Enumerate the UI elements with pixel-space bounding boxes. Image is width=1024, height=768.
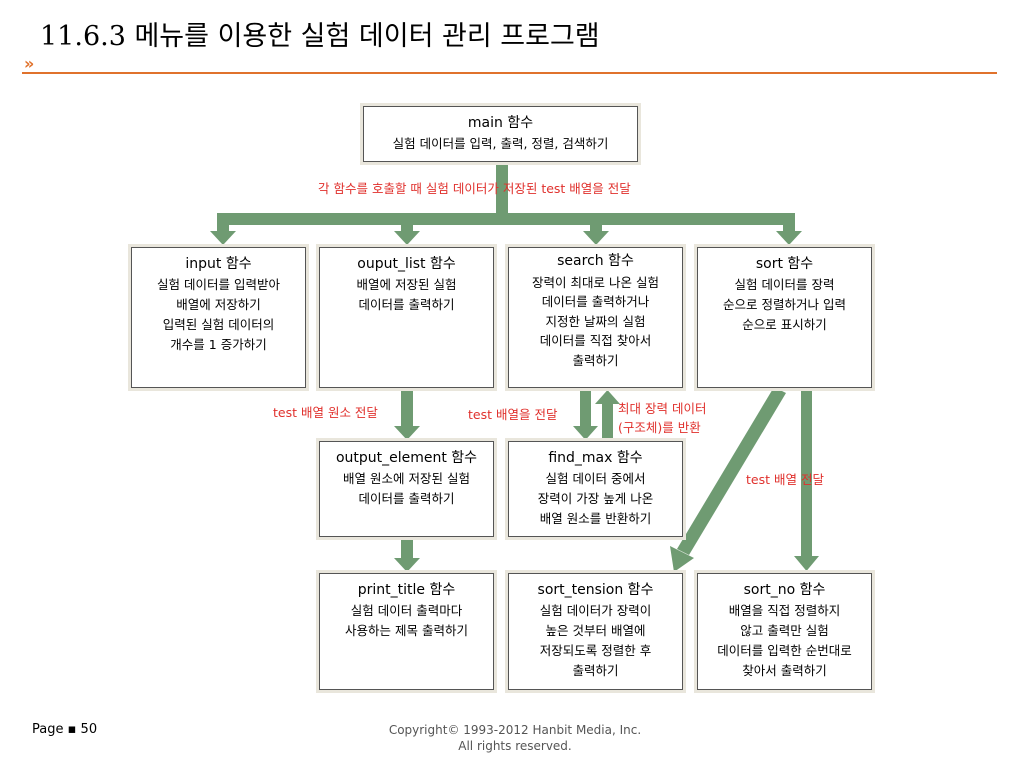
box-title: find_max 함수	[548, 450, 643, 466]
input-function-box: input 함수 실험 데이터를 입력받아 배열에 저장하기 입력된 실험 데이…	[131, 247, 306, 388]
arrow-ouput-list-to-element	[401, 390, 413, 428]
box-title: print_title 함수	[357, 582, 456, 598]
box-line: 배열에 저장하기	[176, 297, 261, 312]
arrow-search-to-find-max	[580, 390, 591, 428]
box-line: 배열 원소를 반환하기	[539, 511, 652, 526]
arrow-drop-sort	[783, 213, 795, 233]
sort-tension-function-box: sort_tension 함수 실험 데이터가 장력이 높은 것부터 배열에 저…	[508, 573, 683, 690]
box-title: sort 함수	[755, 256, 814, 272]
box-line: 입력된 실험 데이터의	[162, 317, 275, 332]
arrow-sort-to-sort-no	[801, 390, 812, 558]
box-title: search 함수	[557, 253, 634, 269]
page-number: Page ▪ 50	[32, 722, 98, 737]
arrow-element-to-print-title	[401, 538, 413, 560]
arrow-sort-to-sort-tension	[677, 387, 786, 555]
box-line: 개수를 1 증가하기	[170, 337, 267, 352]
main-function-box: main 함수 실험 데이터를 입력, 출력, 정렬, 검색하기	[363, 106, 638, 162]
box-line: 높은 것부터 배열에	[545, 623, 646, 638]
box-line: 배열을 직접 정렬하지	[728, 603, 841, 618]
box-line: 실험 데이터를 입력, 출력, 정렬, 검색하기	[392, 136, 609, 151]
print-title-function-box: print_title 함수 실험 데이터 출력마다 사용하는 제목 출력하기	[319, 573, 494, 690]
sort-function-box: sort 함수 실험 데이터를 장력 순으로 정렬하거나 입력 순으로 표시하기	[697, 247, 872, 388]
box-line: 저장되도록 정렬한 후	[539, 643, 652, 658]
box-line: 데이터를 출력하기	[358, 297, 455, 312]
box-line: 데이터를 출력하기	[358, 491, 455, 506]
search-function-box: search 함수 장력이 최대로 나온 실험 데이터를 출력하거나 지정한 날…	[508, 247, 683, 388]
arrow-drop-ouput-list	[401, 213, 413, 233]
box-line: 데이터를 입력한 순번대로	[717, 643, 852, 658]
box-title: ouput_list 함수	[357, 256, 456, 272]
box-line: 순으로 정렬하거나 입력	[723, 297, 846, 312]
label-array-pass: test 배열을 전달	[468, 407, 558, 422]
arrow-drop-input	[217, 213, 229, 233]
box-line: 지정한 날짜의 실험	[545, 313, 646, 329]
box-title: output_element 함수	[335, 450, 478, 466]
box-title: main 함수	[467, 115, 534, 131]
box-line: 데이터를 직접 찾아서	[539, 333, 652, 348]
label-sort-pass: test 배열 전달	[746, 472, 824, 487]
box-line: 배열 원소에 저장된 실험	[343, 471, 470, 486]
rights-line: All rights reserved.	[458, 739, 572, 753]
copyright: Copyright© 1993-2012 Hanbit Media, Inc. …	[300, 722, 730, 754]
box-title: sort_tension 함수	[537, 582, 654, 598]
arrow-main-bar	[217, 213, 795, 225]
box-line: 사용하는 제목 출력하기	[345, 623, 468, 638]
find-max-function-box: find_max 함수 실험 데이터 중에서 장력이 가장 높게 나온 배열 원…	[508, 441, 683, 537]
label-element-pass: test 배열 원소 전달	[273, 405, 378, 420]
box-line: 배열에 저장된 실험	[356, 277, 457, 292]
label-main-pass: 각 함수를 호출할 때 실험 데이터가 저장된 test 배열을 전달	[318, 181, 631, 196]
label-return-max-1: 최대 장력 데이터	[618, 401, 707, 416]
box-line: 않고 출력만 실험	[740, 623, 829, 638]
box-line: 실험 데이터 출력마다	[350, 603, 463, 618]
title-divider	[22, 72, 997, 74]
label-return-max-2: (구조체)를 반환	[618, 420, 701, 435]
box-line: 실험 데이터를 장력	[734, 277, 835, 292]
box-line: 순으로 표시하기	[742, 317, 827, 332]
box-line: 실험 데이터를 입력받아	[157, 277, 280, 292]
box-line: 실험 데이터 중에서	[545, 471, 646, 486]
box-title: input 함수	[185, 256, 252, 272]
arrow-drop-search	[590, 213, 602, 233]
box-line: 실험 데이터가 장력이	[539, 603, 652, 618]
sort-no-function-box: sort_no 함수 배열을 직접 정렬하지 않고 출력만 실험 데이터를 입력…	[697, 573, 872, 690]
arrow-find-max-to-search	[602, 402, 613, 440]
box-title: sort_no 함수	[743, 582, 826, 598]
ouput-list-function-box: ouput_list 함수 배열에 저장된 실험 데이터를 출력하기	[319, 247, 494, 388]
slide-title: 11.6.3 메뉴를 이용한 실험 데이터 관리 프로그램	[40, 21, 600, 52]
chevron-icon: »	[24, 54, 35, 73]
output-element-function-box: output_element 함수 배열 원소에 저장된 실험 데이터를 출력하…	[319, 441, 494, 537]
copyright-line: Copyright© 1993-2012 Hanbit Media, Inc.	[388, 723, 642, 737]
arrow-main-trunk	[496, 163, 508, 213]
box-line: 출력하기	[572, 663, 619, 678]
box-line: 데이터를 출력하거나	[541, 294, 650, 309]
box-line: 장력이 가장 높게 나온	[537, 491, 654, 506]
box-line: 출력하기	[572, 352, 619, 368]
box-line: 장력이 최대로 나온 실험	[532, 274, 659, 290]
box-line: 찾아서 출력하기	[742, 663, 827, 678]
